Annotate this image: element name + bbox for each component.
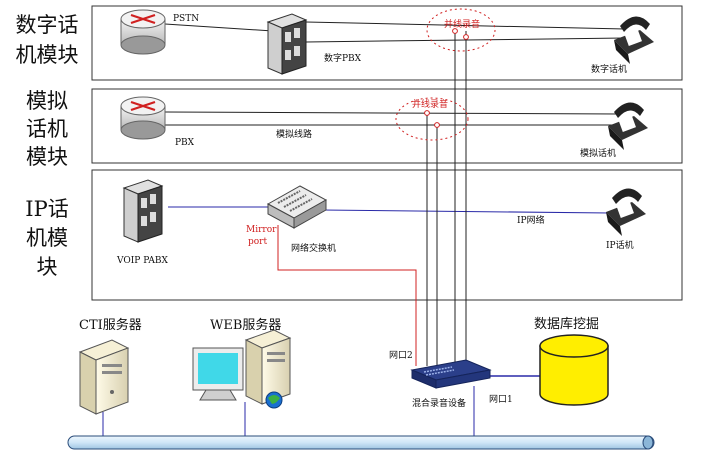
port2-label: 网口2 <box>389 350 413 361</box>
analog-phone <box>608 102 648 150</box>
ip-module-title: IP话 机模 块 <box>25 197 68 279</box>
analog-phone-label: 模拟话机 <box>580 147 616 159</box>
pstn-router <box>120 9 166 55</box>
parallel-recording-label: 并线录音 <box>444 18 480 30</box>
pbx-line-top <box>305 21 626 30</box>
digital-pbx-server <box>266 13 308 75</box>
pstn-label: PSTN <box>173 14 199 24</box>
title-line: 块 <box>37 255 58 279</box>
digital-phone <box>614 16 654 64</box>
analog-line-top <box>164 111 621 115</box>
tap-point <box>434 122 440 128</box>
ip-network-label: IP网络 <box>517 214 545 226</box>
title-line: 模块 <box>26 145 68 169</box>
hybrid-recorder-label: 混合录音设备 <box>412 397 466 409</box>
tap-point <box>452 28 458 34</box>
analog-module-title: 模拟 话机 模块 <box>26 89 68 169</box>
port1-label: 网口1 <box>489 394 513 405</box>
cti-server-device <box>78 339 130 415</box>
parallel-tap-ellipse-digital <box>426 8 496 52</box>
voip-pabx-label: VOIP PABX <box>116 256 169 266</box>
pstn-line <box>164 23 274 32</box>
web-server-device <box>192 329 292 409</box>
network-switch-device <box>266 185 328 229</box>
ip-phone <box>606 188 646 236</box>
lan-bus <box>67 435 655 450</box>
ip-phone-label: IP话机 <box>606 239 634 251</box>
digital-module-title: 数字话 机模块 <box>16 13 79 67</box>
database-mining-label: 数据库挖掘 <box>534 316 599 332</box>
digital-phone-label: 数字话机 <box>591 63 627 75</box>
mirror-port-label: port <box>248 237 267 247</box>
tap-point <box>424 110 430 116</box>
title-line: 数字话 <box>16 13 79 37</box>
database-cylinder <box>539 334 609 406</box>
cti-server-label: CTI服务器 <box>79 317 142 333</box>
title-line: IP话 <box>25 197 68 221</box>
parallel-tap-ellipse-analog <box>395 97 469 141</box>
web-server-label: WEB服务器 <box>210 317 281 333</box>
pbx-router <box>120 96 166 140</box>
mirror-port-line <box>277 225 417 366</box>
title-line: 机模 <box>26 226 68 250</box>
digital-pbx-label: 数字PBX <box>324 52 362 64</box>
connections <box>102 21 626 436</box>
tap-point <box>463 34 469 40</box>
pbx-label: PBX <box>175 138 195 148</box>
hybrid-recorder-device <box>410 359 492 389</box>
title-line: 机模块 <box>16 43 79 67</box>
title-line: 话机 <box>26 117 68 141</box>
ip-module-box <box>91 169 683 301</box>
voip-pabx-server <box>122 179 164 243</box>
analog-line-label: 模拟线路 <box>276 128 312 140</box>
digital-module-box <box>91 5 683 81</box>
analog-module-box <box>91 88 683 164</box>
mirror-port-label: Mirror <box>246 225 277 235</box>
tap-points <box>424 28 469 128</box>
title-line: 模拟 <box>26 89 68 113</box>
parallel-recording-label: 并线录音 <box>412 98 448 110</box>
network-switch-label: 网络交换机 <box>291 242 336 254</box>
